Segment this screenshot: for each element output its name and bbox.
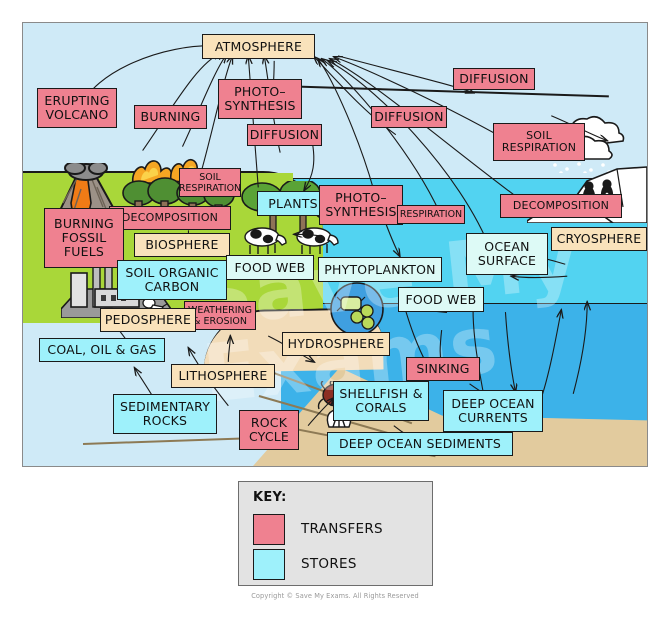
key-label-transfers: TRANSFERS xyxy=(301,521,383,537)
label-burning-fossil-fuels[interactable]: BURNING FOSSIL FUELS xyxy=(44,208,124,268)
label-rock-cycle[interactable]: ROCK CYCLE xyxy=(239,410,299,450)
key-title: KEY: xyxy=(253,490,287,505)
label-decomposition-ocean[interactable]: DECOMPOSITION xyxy=(500,194,622,218)
label-plants[interactable]: PLANTS xyxy=(257,191,329,216)
label-food-web-ocean[interactable]: FOOD WEB xyxy=(398,287,484,312)
label-soil-respiration-left[interactable]: SOIL RESPIRATION xyxy=(179,168,241,197)
label-food-web-land[interactable]: FOOD WEB xyxy=(226,255,314,280)
phytoplankton-illustration xyxy=(330,282,384,336)
label-diffusion-right[interactable]: DIFFUSION xyxy=(453,68,535,90)
key-swatch-stores xyxy=(253,549,285,580)
label-soil-respiration-right[interactable]: SOIL RESPIRATION xyxy=(493,123,585,161)
label-lithosphere[interactable]: LITHOSPHERE xyxy=(171,364,275,388)
key-label-stores: STORES xyxy=(301,556,357,572)
label-phytoplankton[interactable]: PHYTOPLANKTON xyxy=(318,257,442,282)
label-diffusion-left[interactable]: DIFFUSION xyxy=(247,124,322,146)
label-sedimentary-rocks[interactable]: SEDIMENTARY ROCKS xyxy=(113,394,217,434)
label-shellfish-corals[interactable]: SHELLFISH & CORALS xyxy=(333,381,429,421)
label-pedosphere[interactable]: PEDOSPHERE xyxy=(100,308,196,332)
label-weathering-erosion[interactable]: WEATHERING & EROSION xyxy=(184,301,256,330)
label-photosynthesis-land[interactable]: PHOTO– SYNTHESIS xyxy=(218,79,302,119)
copyright-notice: Copyright © Save My Exams. All Rights Re… xyxy=(251,592,419,600)
key-swatch-transfers xyxy=(253,514,285,545)
label-erupting-volcano[interactable]: ERUPTING VOLCANO xyxy=(37,88,117,128)
label-diffusion-mid[interactable]: DIFFUSION xyxy=(371,106,447,128)
label-deep-ocean-sediments[interactable]: DEEP OCEAN SEDIMENTS xyxy=(327,432,513,456)
label-atmosphere[interactable]: ATMOSPHERE xyxy=(202,34,315,59)
label-respiration[interactable]: RESPIRATION xyxy=(397,205,465,224)
key-legend: KEY: TRANSFERS STORES xyxy=(238,481,433,586)
label-soil-organic-carbon[interactable]: SOIL ORGANIC CARBON xyxy=(117,260,227,300)
label-photosynthesis-ocean[interactable]: PHOTO– SYNTHESIS xyxy=(319,185,403,225)
label-sinking[interactable]: SINKING xyxy=(406,357,480,381)
label-burning[interactable]: BURNING xyxy=(134,105,207,129)
label-ocean-surface[interactable]: OCEAN SURFACE xyxy=(466,233,548,275)
label-cryosphere[interactable]: CRYOSPHERE xyxy=(551,227,647,251)
label-deep-ocean-currents[interactable]: DEEP OCEAN CURRENTS xyxy=(443,390,543,432)
label-biosphere[interactable]: BIOSPHERE xyxy=(134,233,230,257)
carbon-cycle-diagram: Save My Exams xyxy=(22,22,648,467)
label-decomposition-land[interactable]: DECOMPOSITION xyxy=(109,206,231,230)
label-hydrosphere[interactable]: HYDROSPHERE xyxy=(282,332,390,356)
label-coal-oil-gas[interactable]: COAL, OIL & GAS xyxy=(39,338,165,362)
